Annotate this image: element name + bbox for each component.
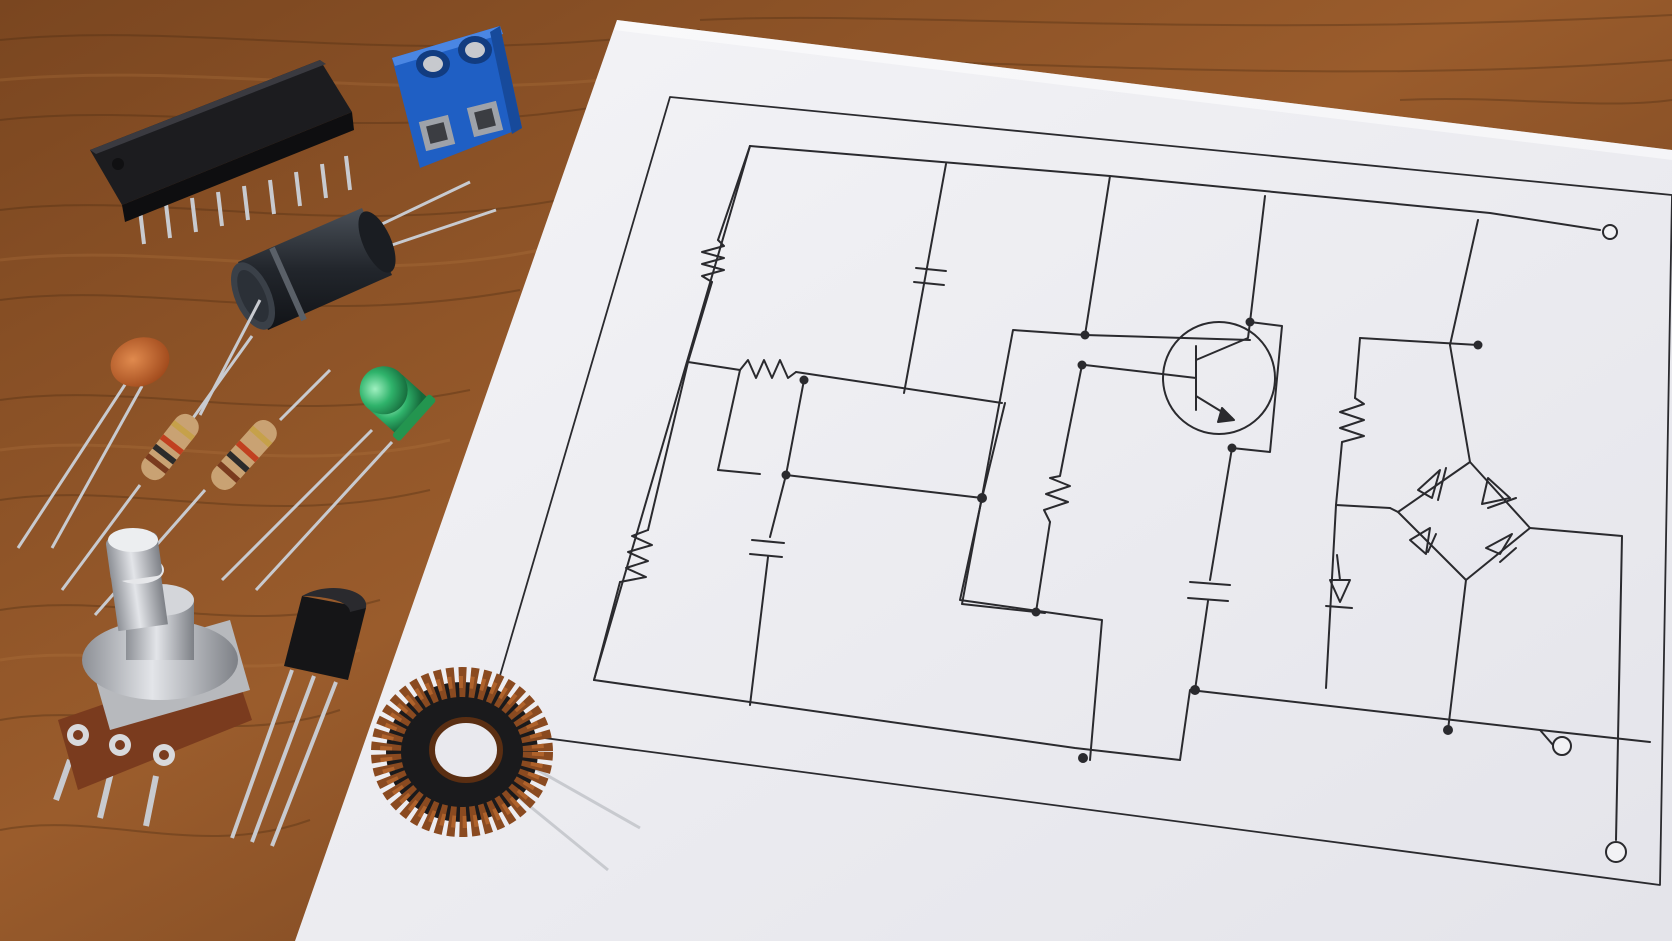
capacitor-symbol: [1187, 581, 1231, 602]
schematic-drawing: [483, 96, 1672, 886]
diode-symbol: [1481, 477, 1517, 509]
resistor-symbol: [619, 529, 653, 583]
terminal-node: [1605, 841, 1627, 863]
resistor-symbol: [1043, 439, 1071, 523]
diode-symbol: [1417, 467, 1447, 501]
resistor-symbol: [701, 239, 725, 283]
ceramic-disc-capacitor: [16, 337, 170, 549]
potentiometer: [53, 528, 252, 827]
terminal-node: [1552, 736, 1572, 756]
resistor: [93, 368, 332, 616]
schematic-paper: [295, 20, 1672, 941]
screw-terminal-block: [392, 26, 522, 168]
transistor-symbol: [1162, 321, 1276, 435]
toroidal-inductor: [371, 667, 641, 872]
diode-symbol: [1409, 527, 1437, 555]
green-led: [220, 366, 436, 592]
resistor-symbol: [1339, 397, 1365, 443]
resistor-symbol: [739, 359, 797, 379]
capacitor-symbol: [749, 539, 785, 558]
terminal-node: [1602, 224, 1618, 240]
resistor: [60, 299, 262, 591]
schematic-border: [483, 96, 1672, 886]
dip-ic-chip: [90, 60, 354, 245]
to92-transistor: [230, 587, 367, 847]
capacitor-symbol: [913, 267, 947, 286]
diode-symbol: [1485, 533, 1517, 563]
